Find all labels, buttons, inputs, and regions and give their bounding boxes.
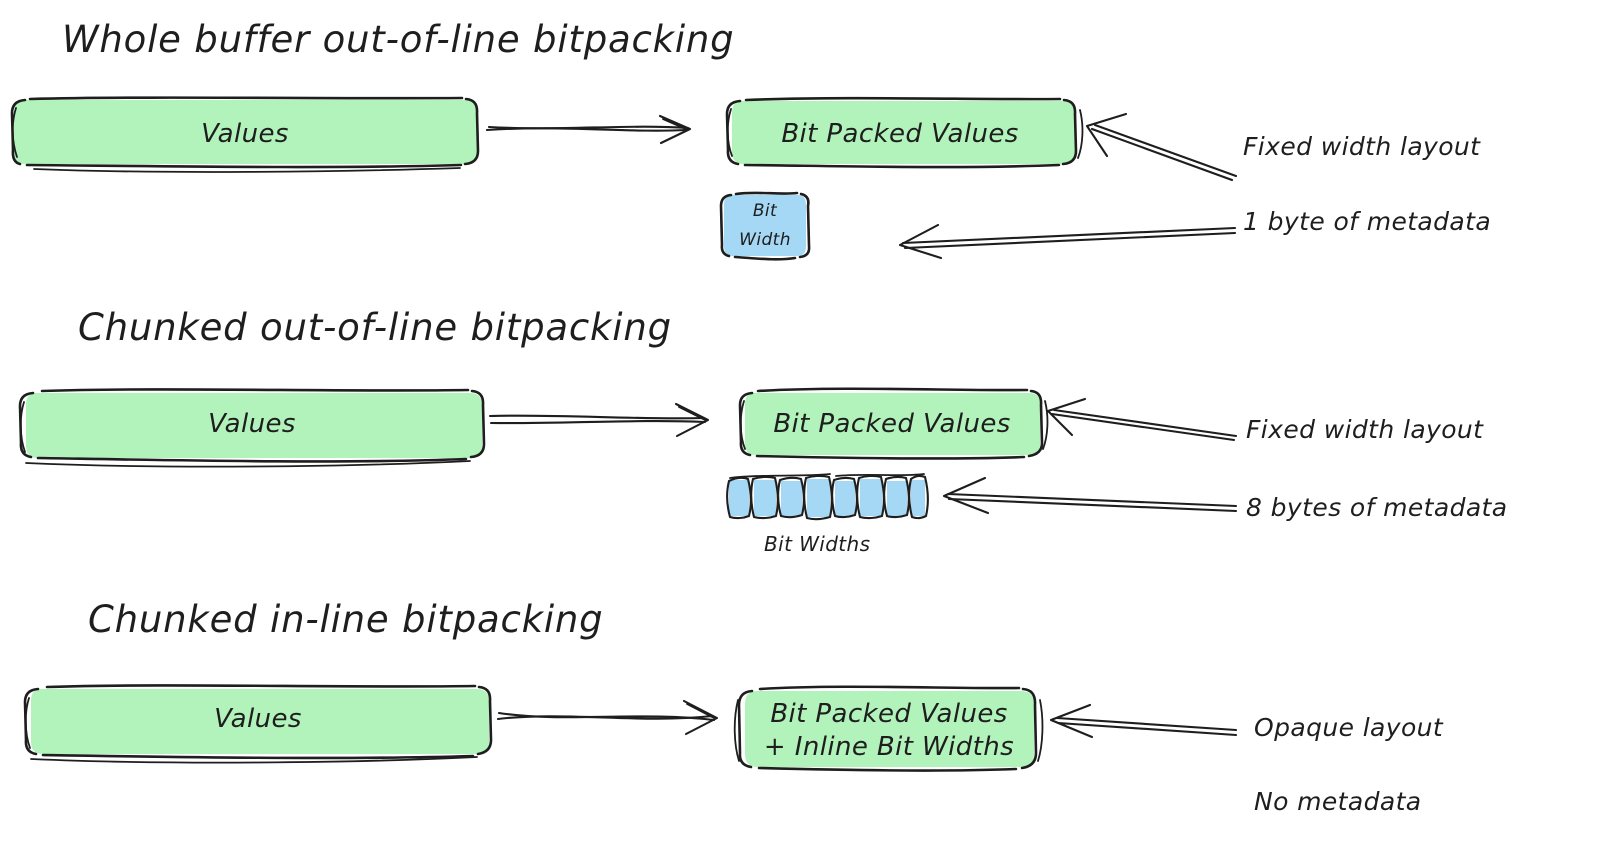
bit-width-chunk-5: [831, 476, 858, 519]
bit-packed-values-box-1-label: Bit Packed Values: [781, 119, 1018, 149]
bit-packed-values-box-1-outline: [725, 96, 1078, 169]
bit-packed-values-box-2-outline-2: [739, 400, 1049, 450]
values-box-1-outline: [10, 96, 480, 169]
values-box-2[interactable]: Values: [18, 388, 486, 468]
section-chunked-in-line: Chunked in-line bitpacking Values Bit Pa…: [23, 598, 1444, 816]
bit-width-chunk-2: [750, 475, 779, 520]
bit-packed-values-box-2-label: Bit Packed Values: [773, 409, 1010, 439]
annotation-opaque-layout: Opaque layout: [1049, 703, 1444, 742]
bit-widths-row-top-edge: [729, 473, 925, 479]
annotation-fixed-width-layout-1-text: Fixed width layout: [1243, 132, 1481, 161]
bit-width-box-1[interactable]: Bit Width: [719, 191, 811, 261]
annotation-fixed-width-layout-1: Fixed width layout: [1085, 112, 1481, 182]
bit-width-box-1-outline: [719, 191, 811, 261]
section-whole-buffer: Whole buffer out-of-line bitpacking Valu…: [10, 18, 1491, 261]
bit-width-box-1-line2: Width: [739, 230, 791, 250]
values-box-3-label: Values: [214, 704, 302, 734]
section-title-chunked-in-line: Chunked in-line bitpacking: [88, 598, 603, 641]
bit-packed-values-box-2-fill: [745, 393, 1040, 455]
values-box-1-fill: [14, 100, 477, 164]
bit-packed-values-box-1[interactable]: Bit Packed Values: [725, 96, 1084, 169]
bit-width-box-1-fill: [724, 195, 806, 256]
values-box-2-outline: [18, 388, 486, 463]
bit-width-chunk-1: [726, 476, 752, 520]
annotation-1-byte-metadata: 1 byte of metadata: [898, 207, 1491, 260]
bit-packed-inline-box-line2: + Inline Bit Widths: [764, 732, 1014, 762]
bit-width-chunk-6: [856, 474, 885, 520]
annotation-fixed-width-layout-2: Fixed width layout: [1046, 397, 1484, 444]
bit-width-chunk-4: [803, 474, 833, 521]
values-box-3-outline: [23, 684, 493, 760]
values-box-2-outline-2: [19, 401, 471, 468]
annotation-fixed-width-layout-2-text: Fixed width layout: [1246, 415, 1484, 444]
bit-packed-values-box-2[interactable]: Bit Packed Values: [738, 387, 1049, 460]
bit-width-box-1-line1: Bit: [753, 201, 778, 221]
bit-packed-inline-box-outline: [737, 685, 1038, 772]
values-box-3[interactable]: Values: [23, 684, 493, 764]
section-title-whole-buffer: Whole buffer out-of-line bitpacking: [62, 18, 734, 61]
bit-widths-caption: Bit Widths: [764, 532, 870, 556]
annotation-8-bytes-metadata: 8 bytes of metadata: [942, 476, 1507, 522]
values-box-2-label: Values: [208, 409, 296, 439]
arrow-values-to-packed-2: [488, 402, 710, 438]
values-box-1-outline-2: [11, 107, 461, 173]
bit-packed-inline-box[interactable]: Bit Packed Values + Inline Bit Widths: [733, 685, 1044, 772]
values-box-1[interactable]: Values: [10, 96, 480, 173]
annotation-opaque-layout-text: Opaque layout: [1254, 713, 1444, 742]
arrow-values-to-packed-3: [496, 699, 719, 736]
values-box-2-fill: [26, 393, 482, 458]
bit-packed-inline-box-outline-2: [733, 699, 1044, 762]
bit-packed-values-box-1-outline-2: [726, 108, 1084, 159]
bit-packed-values-box-2-outline: [738, 387, 1044, 460]
annotation-no-metadata-text: No metadata: [1254, 787, 1422, 816]
values-box-3-outline-2: [24, 697, 478, 764]
section-title-chunked-out-of-line: Chunked out-of-line bitpacking: [78, 306, 672, 349]
bit-packed-inline-box-fill: [745, 691, 1034, 767]
values-box-1-label: Values: [201, 119, 289, 149]
bit-widths-chunk-row[interactable]: Bit Widths: [726, 473, 929, 556]
bit-packed-values-box-1-fill: [732, 101, 1075, 164]
values-box-3-fill: [31, 689, 489, 754]
bit-width-chunk-8: [908, 474, 929, 520]
annotation-1-byte-metadata-text: 1 byte of metadata: [1243, 207, 1491, 236]
bit-packed-inline-box-line1: Bit Packed Values: [770, 699, 1007, 729]
section-chunked-out-of-line: Chunked out-of-line bitpacking Values Bi…: [18, 306, 1507, 556]
arrow-values-to-packed-1: [485, 114, 692, 145]
bit-width-chunk-3: [777, 476, 805, 519]
bit-width-chunk-7: [883, 475, 910, 519]
annotation-8-bytes-metadata-text: 8 bytes of metadata: [1246, 493, 1507, 522]
